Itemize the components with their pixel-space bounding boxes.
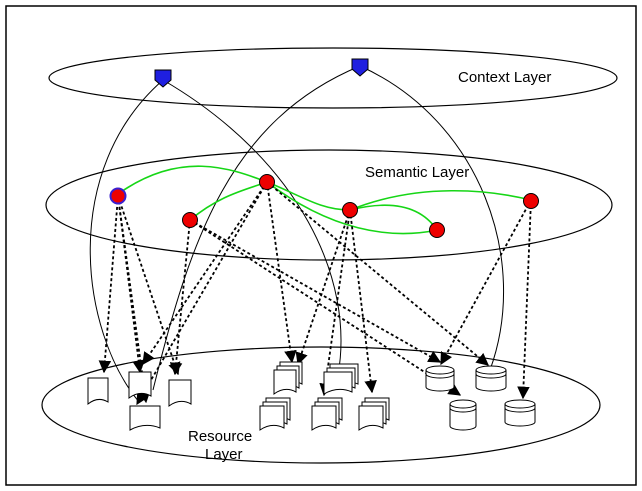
- semantic-node: [429, 222, 445, 238]
- context-layer-label: Context Layer: [458, 69, 551, 86]
- semantic-node-selected: [109, 187, 127, 205]
- semantic-layer-label: Semantic Layer: [365, 164, 469, 181]
- multi-document-icon: [273, 361, 303, 395]
- context-layer-ellipse: [48, 47, 618, 109]
- database-icon: [504, 399, 536, 427]
- resource-layer-label: Resource: [188, 428, 252, 445]
- multi-document-icon: [259, 397, 291, 431]
- database-icon: [449, 399, 477, 431]
- context-marker-icon: [351, 58, 369, 77]
- multi-document-icon: [323, 363, 359, 395]
- resource-layer-ellipse: [41, 346, 601, 464]
- document-icon: [168, 379, 192, 407]
- document-icon: [128, 371, 152, 399]
- resource-layer-label-2: Layer: [205, 446, 243, 463]
- database-icon: [475, 365, 507, 392]
- context-marker-icon: [154, 69, 172, 88]
- document-icon: [87, 377, 109, 406]
- semantic-node: [523, 193, 539, 209]
- multi-document-icons: [259, 361, 390, 431]
- document-icons: [87, 371, 192, 431]
- multi-document-icon: [358, 397, 390, 431]
- semantic-node: [342, 202, 358, 218]
- database-icons: [425, 365, 536, 431]
- multi-document-icon: [311, 397, 343, 431]
- semantic-links: [117, 165, 532, 235]
- document-icon: [129, 405, 161, 431]
- semantic-layer-ellipse: [45, 149, 613, 261]
- database-icon: [425, 365, 455, 392]
- context-arcs: [89, 65, 504, 403]
- semantic-node: [259, 174, 275, 190]
- semantic-resource-arrows: [98, 181, 532, 406]
- semantic-node: [182, 212, 198, 228]
- semantic-nodes: [109, 174, 539, 238]
